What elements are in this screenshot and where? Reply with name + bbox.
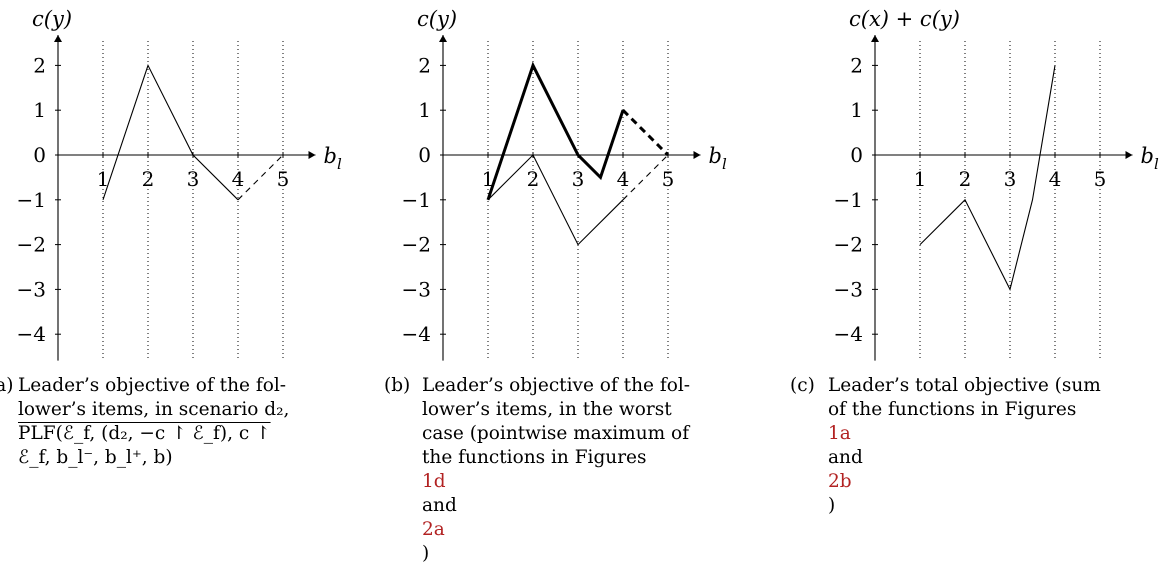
chart-b: 2 1 0 −1 −2 −3 −4 1 2 3 4 5 c(y) bl	[402, 7, 727, 361]
x-tick-label: 1	[914, 167, 927, 191]
x-axis-label-subscript: l	[337, 155, 342, 173]
y-tick-label: −1	[402, 188, 431, 212]
y-tick-label: −4	[834, 322, 863, 346]
y-tick-label: 2	[33, 53, 46, 77]
x-tick-label: 1	[97, 167, 110, 191]
caption-b-line: Leader’s objective of the fol-	[422, 375, 691, 396]
figure-ref-link[interactable]: 1a	[828, 423, 851, 444]
caption-a-body: Leader’s objective of the fol- lower’s i…	[18, 374, 289, 470]
y-axis-label: c(y)	[32, 7, 72, 31]
caption-a-label: (a)	[0, 375, 14, 396]
caption-b-label: (b)	[384, 375, 411, 396]
y-axis-arrow	[871, 35, 879, 42]
y-tick-label: −2	[402, 233, 431, 257]
y-tick-label: −1	[17, 188, 46, 212]
series-line	[102, 63, 239, 201]
x-axis-label: bl	[324, 144, 342, 173]
y-tick-label: 0	[418, 143, 431, 167]
x-tick-label: 2	[142, 167, 155, 191]
figure-ref-link[interactable]: 2b	[828, 471, 852, 492]
caption-b-line: the functions in Figures 1d	[422, 446, 690, 494]
x-tick-label: 3	[572, 167, 585, 191]
series-line	[919, 65, 1056, 291]
caption-b-line: lower’s items, in the worst	[422, 399, 672, 420]
x-axis-arrow	[1125, 151, 1133, 159]
y-tick-label: −4	[17, 322, 46, 346]
x-tick-label: 5	[1094, 167, 1107, 191]
x-tick-label: 2	[527, 167, 540, 191]
figure-ref-link[interactable]: 2a	[422, 519, 445, 540]
panel-a: 2 1 0 −1 −2 −3 −4 1 2 3 4 5 c(y) bl (a) Leader’s obje…	[0, 0, 390, 538]
caption-b-line: case (pointwise maximum of	[422, 423, 690, 444]
y-axis-label: c(x) + c(y)	[849, 7, 960, 31]
series-line	[486, 61, 625, 201]
x-tick-label: 4	[1049, 167, 1062, 191]
x-tick-label: 3	[187, 167, 200, 191]
x-axis-label-subscript: l	[722, 155, 727, 173]
y-tick-label: 2	[850, 53, 863, 77]
x-tick-label: 5	[277, 167, 290, 191]
caption-b-body: Leader’s objective of the fol- lower’s i…	[422, 374, 690, 566]
caption-c-line: Leader’s total objective (sum	[828, 375, 1101, 396]
x-tick-label: 2	[959, 167, 972, 191]
x-tick-label: 5	[662, 167, 675, 191]
x-axis-arrow	[693, 151, 701, 159]
caption-c-line: and 2b)	[828, 446, 1101, 518]
x-tick-label: 1	[482, 167, 495, 191]
y-axis-arrow	[54, 35, 62, 42]
caption-a-line: ℰ_f, b_l⁻, b_l⁺, b)	[18, 447, 173, 468]
y-tick-label: −3	[17, 277, 46, 301]
caption-a-line: lower’s items, in scenario d₂,	[18, 399, 290, 420]
caption-a-line: Leader’s objective of the fol-	[18, 375, 287, 396]
y-tick-label: 2	[418, 53, 431, 77]
caption-a-line: PLF(ℰ_f, (d₂, −c ↾ ℰ_f), c ↾	[18, 423, 271, 444]
y-tick-label: −2	[17, 233, 46, 257]
y-tick-label: −3	[834, 277, 863, 301]
chart-a: 2 1 0 −1 −2 −3 −4 1 2 3 4 5 c(y) bl	[17, 7, 342, 361]
panel-c: 2 1 0 −1 −2 −3 −4 1 2 3 4 5 c(x) + c(y) bl (c) Leader…	[778, 0, 1168, 538]
figure-ref-link[interactable]: 1d	[422, 471, 446, 492]
y-tick-label: 0	[850, 143, 863, 167]
x-tick-label: 3	[1004, 167, 1017, 191]
series-line	[621, 109, 670, 157]
y-tick-label: −4	[402, 322, 431, 346]
y-tick-label: 1	[850, 98, 863, 122]
panel-b: 2 1 0 −1 −2 −3 −4 1 2 3 4 5 c(y) bl (b) Leader’s obje…	[384, 0, 778, 564]
x-axis-label: bl	[1141, 144, 1159, 173]
x-axis-arrow	[308, 151, 316, 159]
caption-b-line: and 2a)	[422, 494, 690, 566]
x-axis-label-subscript: l	[1154, 155, 1159, 173]
caption-c-body: Leader’s total objective (sum of the fun…	[828, 374, 1101, 518]
caption-c-line: of the functions in Figures 1a	[828, 398, 1101, 446]
y-axis-label: c(y)	[417, 7, 457, 31]
y-tick-label: 1	[33, 98, 46, 122]
y-tick-label: 1	[418, 98, 431, 122]
y-tick-label: −1	[834, 188, 863, 212]
chart-c: 2 1 0 −1 −2 −3 −4 1 2 3 4 5 c(x) + c(y) bl	[834, 7, 1159, 361]
y-tick-label: 0	[33, 143, 46, 167]
x-tick-label: 4	[232, 167, 245, 191]
x-tick-label: 4	[617, 167, 630, 191]
y-tick-label: −3	[402, 277, 431, 301]
series-line	[487, 154, 624, 246]
y-axis-arrow	[439, 35, 447, 42]
y-tick-label: −2	[834, 233, 863, 257]
caption-c-label: (c)	[790, 375, 815, 396]
x-axis-label: bl	[709, 144, 727, 173]
